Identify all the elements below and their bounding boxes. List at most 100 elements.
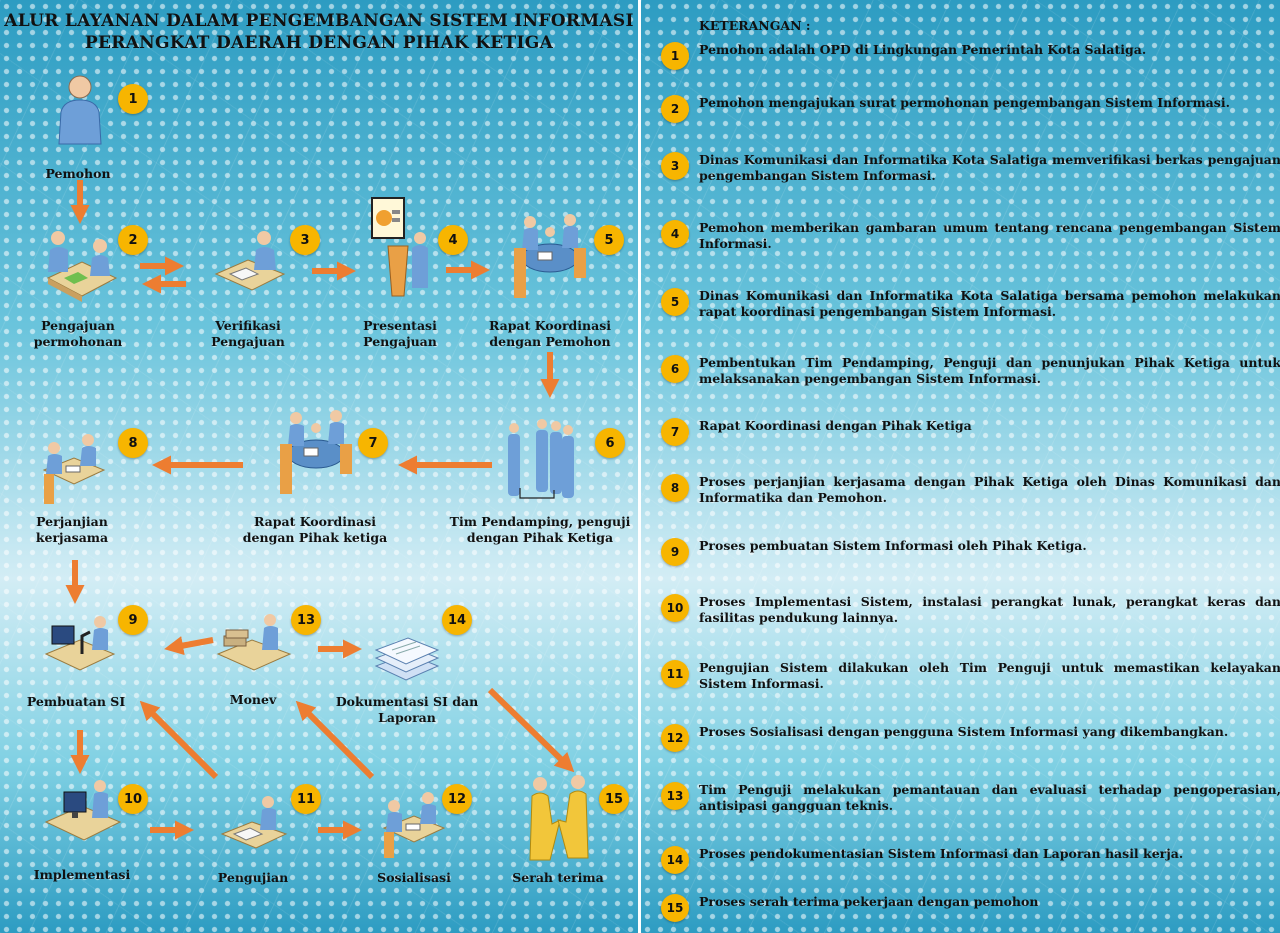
- node-sosialisasi: [380, 788, 446, 864]
- keterangan-badge-14: 14: [661, 846, 689, 874]
- node-pemohon: [56, 74, 104, 150]
- flow-arrows: [65, 180, 575, 840]
- node-label-7: Rapat Koordinasi dengan Pihak ketiga: [242, 514, 388, 545]
- keterangan-text-12: Proses Sosialisasi dengan pengguna Siste…: [699, 724, 1229, 739]
- node-label-4: Presentasi Pengajuan: [363, 318, 437, 349]
- arrow-11-9: [139, 700, 219, 780]
- handshake-icon: [529, 775, 589, 861]
- step-badge-4: 4: [438, 225, 468, 255]
- title-line-2: PERANGKAT DAERAH DENGAN PIHAK KETIGA: [84, 33, 554, 53]
- desk-worker-icon: [214, 231, 286, 291]
- node-verifikasi: [212, 228, 288, 304]
- node-serah-terima: [524, 774, 594, 868]
- keterangan-badge-12: 12: [661, 724, 689, 752]
- step-badge-2: 2: [118, 225, 148, 255]
- document-stack-icon: [374, 637, 440, 681]
- arrow-12-13: [295, 700, 375, 780]
- desk-meeting-icon: [42, 434, 106, 504]
- node-label-1: Pemohon: [45, 166, 111, 181]
- keterangan-badge-13: 13: [661, 782, 689, 810]
- node-pengujian: [220, 794, 290, 860]
- node-label-3: Verifikasi Pengajuan: [211, 318, 285, 349]
- step-badge-3: 3: [290, 225, 320, 255]
- node-label-12: Sosialisasi: [377, 870, 451, 885]
- arrow-13-9: [164, 636, 214, 656]
- desk-files-icon: [216, 614, 292, 671]
- keterangan-badge-8: 8: [661, 474, 689, 502]
- keterangan-badge-9: 9: [661, 538, 689, 566]
- node-label-6: Tim Pendamping, penguji dengan Pihak Ket…: [449, 514, 631, 545]
- keterangan-text-11: Pengujian Sistem dilakukan oleh Tim Peng…: [699, 660, 1280, 691]
- desk-worker-icon: [220, 796, 288, 849]
- keterangan-badge-11: 11: [661, 660, 689, 688]
- keterangan-text-1: Pemohon adalah OPD di Lingkungan Pemerin…: [699, 42, 1147, 57]
- keterangan-badge-1: 1: [661, 42, 689, 70]
- step-badge-10: 10: [118, 784, 148, 814]
- keterangan-text-8: Proses perjanjian kerjasama dengan Pihak…: [699, 474, 1280, 505]
- step-badge-6: 6: [595, 428, 625, 458]
- keterangan-text-2: Pemohon mengajukan surat permohonan peng…: [699, 95, 1230, 110]
- presentation-icon: [371, 197, 428, 297]
- title-line-1: ALUR LAYANAN DALAM PENGEMBANGAN SISTEM I…: [4, 11, 634, 31]
- meeting-table-icon: [514, 214, 586, 298]
- step-badge-12: 12: [442, 784, 472, 814]
- node-monev: [216, 612, 292, 682]
- step-badge-5: 5: [594, 225, 624, 255]
- keterangan-badge-5: 5: [661, 288, 689, 316]
- keterangan-badge-15: 15: [661, 894, 689, 922]
- step-badge-9: 9: [118, 605, 148, 635]
- person-icon: [58, 75, 102, 145]
- node-label-5: Rapat Koordinasi dengan Pemohon: [488, 318, 612, 349]
- node-label-14: Dokumentasi SI dan Laporan: [335, 694, 479, 725]
- computer-user-icon: [44, 780, 122, 841]
- node-tim: [500, 416, 584, 510]
- keterangan-text-3: Dinas Komunikasi dan Informatika Kota Sa…: [699, 152, 1280, 183]
- node-implementasi: [44, 778, 122, 848]
- keterangan-text-7: Rapat Koordinasi dengan Pihak Ketiga: [699, 418, 972, 433]
- step-badge-8: 8: [118, 428, 148, 458]
- keterangan-text-5: Dinas Komunikasi dan Informatika Kota Sa…: [699, 288, 1280, 319]
- node-label-8: Perjanjian kerjasama: [35, 514, 109, 545]
- keterangan-badge-2: 2: [661, 95, 689, 123]
- node-dokumentasi: [372, 626, 442, 688]
- keterangan-badge-6: 6: [661, 355, 689, 383]
- node-label-15: Serah terima: [512, 870, 604, 885]
- node-label-9: Pembuatan SI: [26, 694, 126, 709]
- arrow-14-15: [487, 687, 575, 773]
- team-icon: [508, 419, 574, 499]
- node-label-13: Monev: [229, 692, 277, 707]
- keterangan-text-9: Proses pembuatan Sistem Informasi oleh P…: [699, 538, 1087, 553]
- step-badge-11: 11: [291, 784, 321, 814]
- desk-meeting-icon: [382, 792, 446, 858]
- keterangan-text-6: Pembentukan Tim Pendamping, Penguji dan …: [699, 355, 1280, 386]
- meeting-table-icon: [280, 410, 352, 494]
- node-pengajuan: [42, 226, 120, 308]
- lab-workstation-icon: [44, 616, 116, 671]
- keterangan-text-15: Proses serah terima pekerjaan dengan pem…: [699, 894, 1039, 909]
- keterangan-badge-7: 7: [661, 418, 689, 446]
- node-rapat-pemohon: [512, 208, 588, 304]
- keterangan-text-10: Proses Implementasi Sistem, instalasi pe…: [699, 594, 1280, 625]
- keterangan-badge-10: 10: [661, 594, 689, 622]
- step-badge-7: 7: [358, 428, 388, 458]
- node-perjanjian: [40, 430, 106, 510]
- keterangan-badge-4: 4: [661, 220, 689, 248]
- node-label-11: Pengujian: [217, 870, 289, 885]
- flow-panel: ALUR LAYANAN DALAM PENGEMBANGAN SISTEM I…: [0, 0, 638, 933]
- keterangan-text-4: Pemohon memberikan gambaran umum tentang…: [699, 220, 1280, 251]
- keterangan-panel: KETERANGAN : 1 Pemohon adalah OPD di Lin…: [641, 0, 1280, 933]
- step-badge-15: 15: [599, 784, 629, 814]
- node-label-10: Implementasi: [33, 867, 131, 882]
- keterangan-badge-3: 3: [661, 152, 689, 180]
- keterangan-title: KETERANGAN :: [699, 18, 811, 33]
- desk-meeting-icon: [46, 231, 118, 302]
- keterangan-text-13: Tim Penguji melakukan pemantauan dan eva…: [699, 782, 1280, 813]
- step-badge-13: 13: [291, 605, 321, 635]
- node-label-2: Pengajuan permohonan: [33, 318, 123, 349]
- keterangan-text-14: Proses pendokumentasian Sistem Informasi…: [699, 846, 1184, 861]
- step-badge-14: 14: [442, 605, 472, 635]
- node-rapat-pihak-ketiga: [278, 404, 354, 500]
- node-pembuatan-si: [44, 614, 116, 680]
- step-badge-1: 1: [118, 84, 148, 114]
- diagram-title: ALUR LAYANAN DALAM PENGEMBANGAN SISTEM I…: [0, 10, 638, 54]
